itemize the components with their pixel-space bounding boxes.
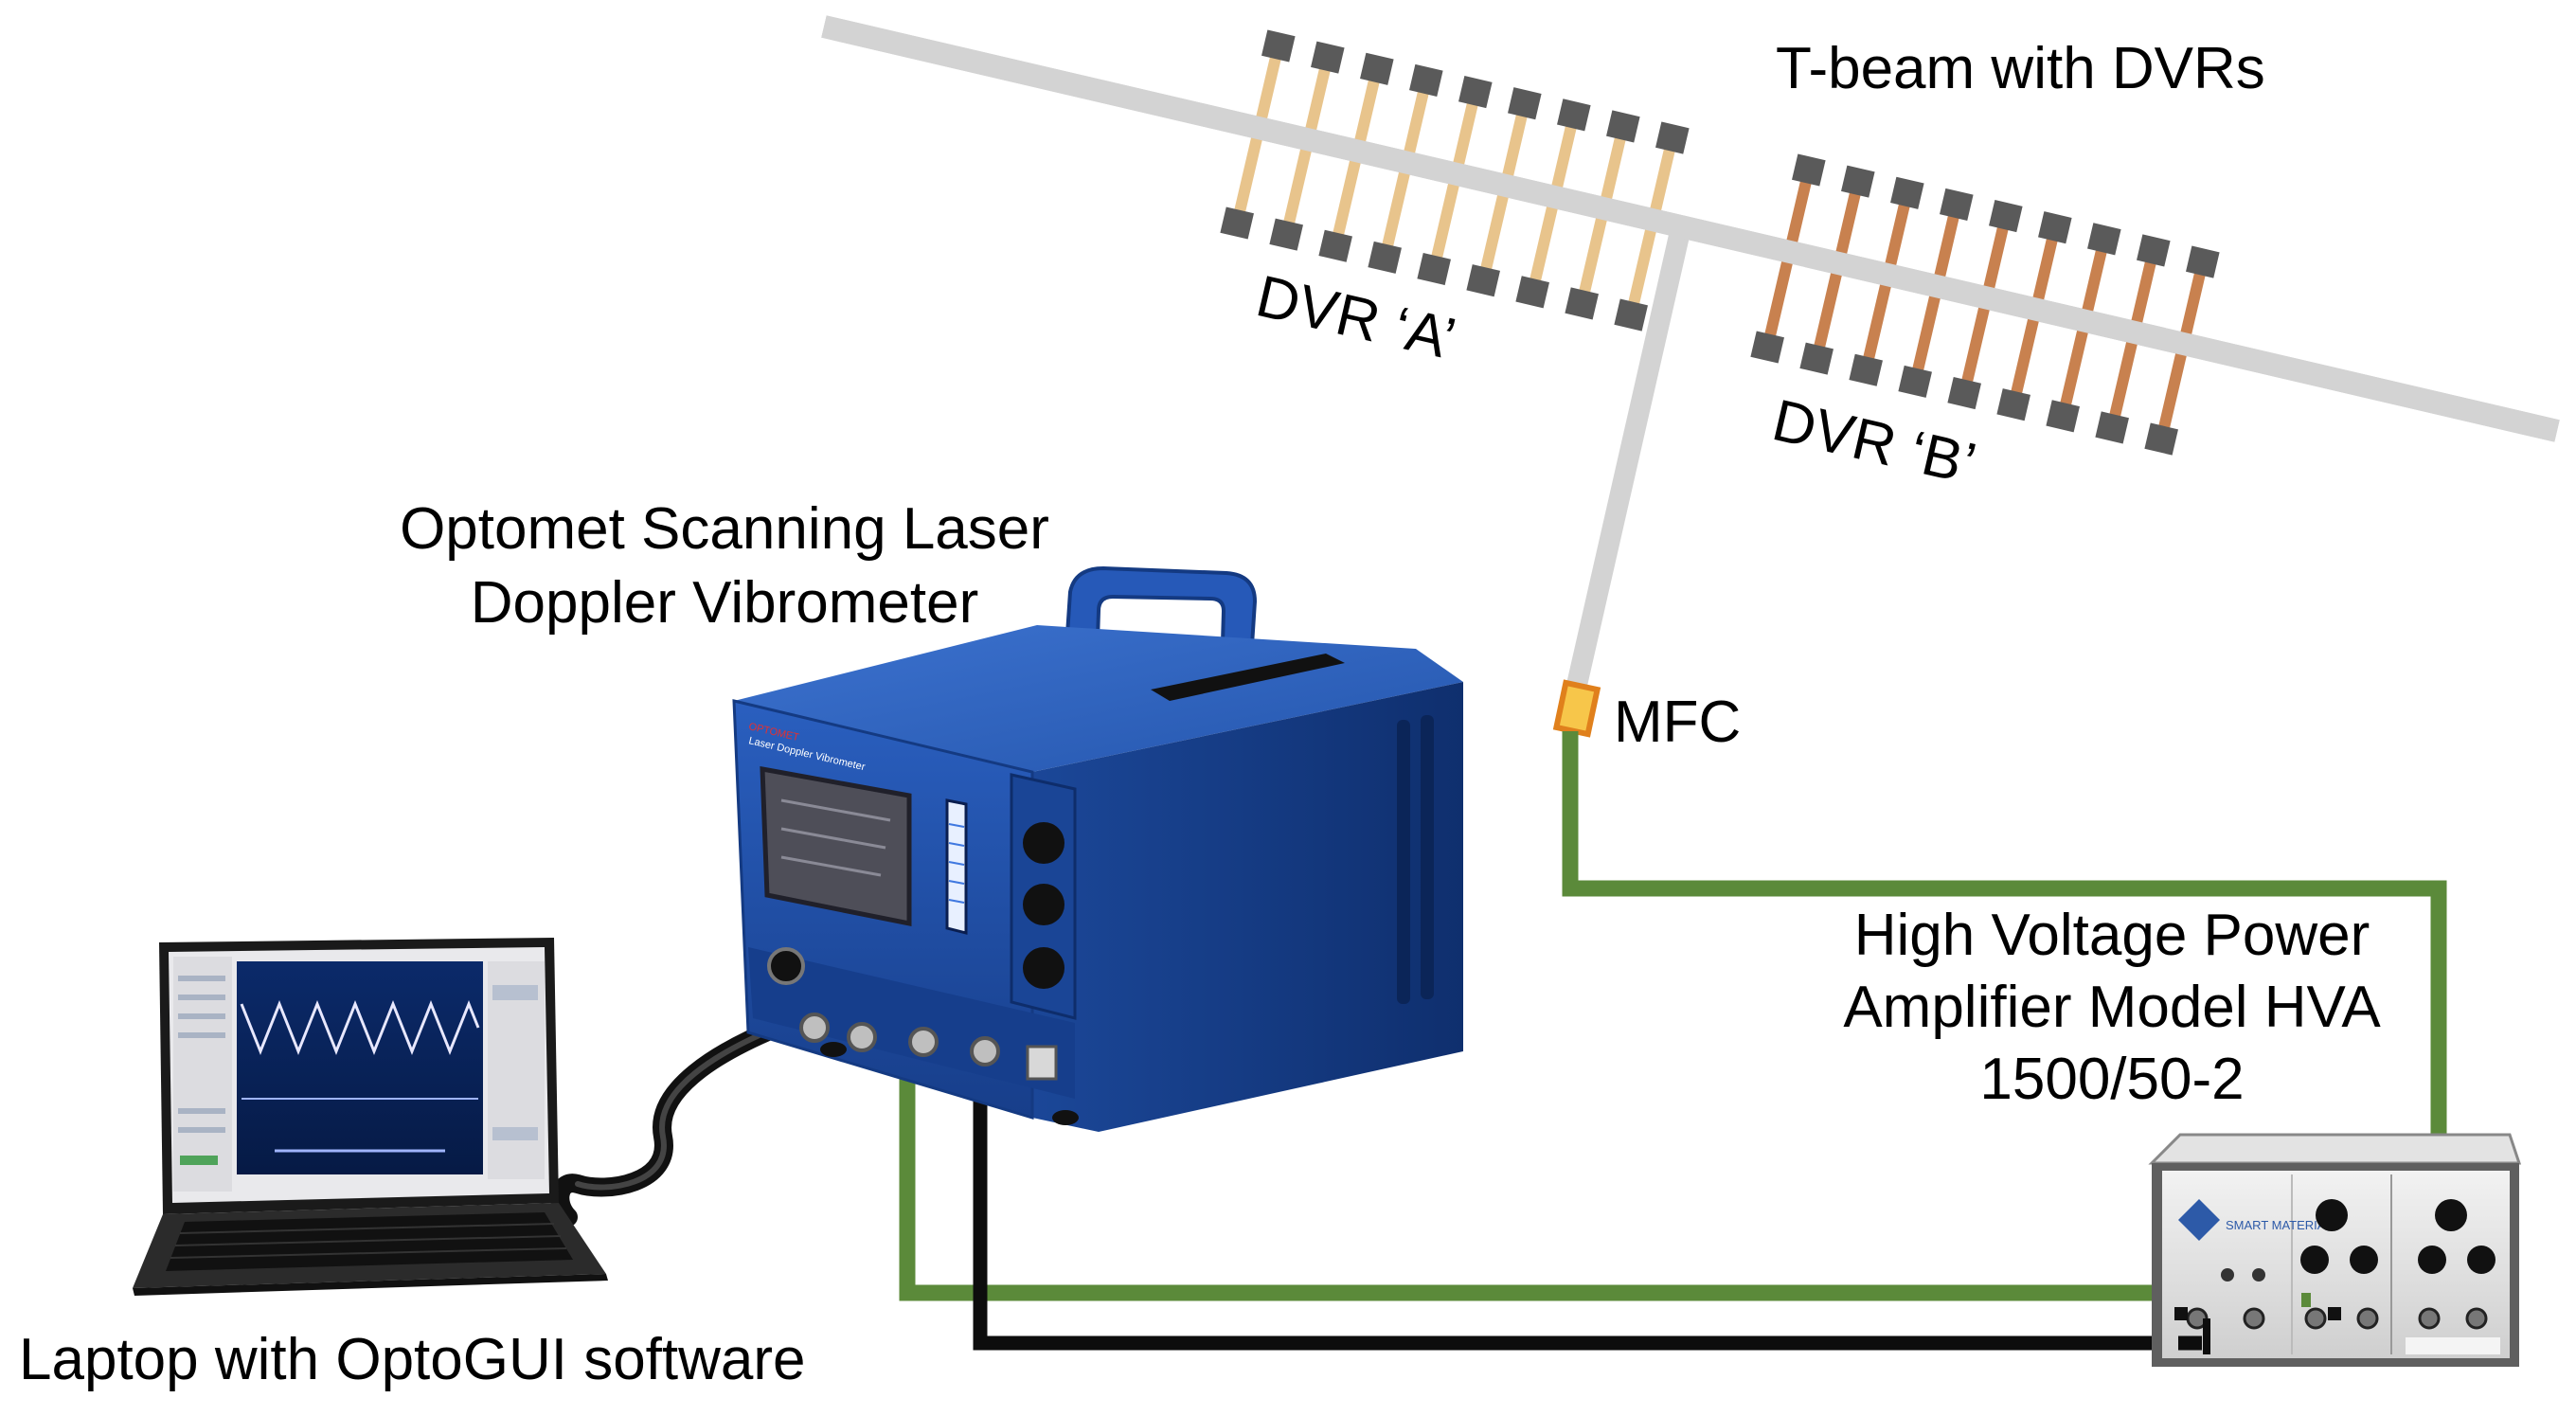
vibrometer-label-line-1: Optomet Scanning Laser [400, 496, 1049, 562]
dvr-b-top-mass [1792, 153, 1826, 187]
dvr-a-bottom-mass [1220, 206, 1254, 240]
dvr-a-top-mass [1311, 41, 1345, 74]
amplifier-logo [2178, 1199, 2220, 1241]
vibrometer-label-line-2: Doppler Vibrometer [470, 570, 979, 636]
amplifier-label-line-1: High Voltage Power [1853, 903, 2370, 968]
vibrometer-screen [760, 765, 912, 927]
mfc-label: MFC [1614, 690, 1742, 755]
channel-2-knob-1[interactable] [2435, 1199, 2467, 1231]
amplifier-front-panel [2162, 1171, 2510, 1358]
dvr-a-bottom-mass [1466, 264, 1500, 297]
laser-doppler-vibrometer: OPTOMET Laser Doppler Vibrometer [732, 565, 1463, 1132]
vibrometer-top [734, 625, 1463, 772]
dvr-b-top-mass [1989, 200, 2023, 233]
filter-knob[interactable] [1023, 947, 1064, 989]
dvr-a-top-mass [1508, 87, 1542, 120]
tbeam-label: T-beam with DVRs [1776, 36, 2265, 101]
dvr-a-top-mass [1557, 99, 1591, 132]
range-knob[interactable] [1023, 822, 1064, 864]
amplifier-top [2148, 1133, 2522, 1165]
ethernet-port [1026, 1045, 1058, 1081]
dvr-b-top-mass [2087, 223, 2121, 256]
dvr-a-bottom-mass [1417, 252, 1451, 286]
green-wire-vibrometer-to-amplifier [899, 1047, 2306, 1301]
laptop-plot-area [237, 961, 483, 1174]
laptop-label: Laptop with OptoGUI software [19, 1327, 806, 1392]
signal-level-bar [945, 798, 968, 935]
dvr-b-top-mass [1890, 176, 1924, 209]
bnc-port-3 [908, 1027, 939, 1057]
dvr-b-bottom-mass [1849, 353, 1883, 386]
dvr-a-top-mass [1606, 110, 1640, 143]
bnc-port-4 [970, 1036, 1000, 1066]
dvr-a-bottom-mass [1368, 241, 1402, 274]
dvr-b-top-mass [2137, 234, 2171, 267]
gain-knob[interactable] [1023, 884, 1064, 925]
bnc-port-2 [847, 1022, 877, 1052]
dvr-b-bottom-mass [1898, 365, 1932, 398]
vibrometer-side [1032, 682, 1463, 1132]
bnc-port-1 [799, 1013, 830, 1043]
dvr-a-top-mass [1261, 29, 1296, 63]
dvr-a-top-mass [1360, 52, 1394, 85]
black-wire-vibrometer-to-amplifier [973, 1051, 2178, 1351]
high-voltage-amplifier: SMART MATERIAL [2148, 1133, 2522, 1367]
dvr-b-bottom-mass [2144, 422, 2178, 456]
dvr-b-bottom-mass [1947, 376, 1981, 410]
dvr-b-bottom-mass [2095, 411, 2129, 444]
channel-1-knob-2[interactable] [2300, 1246, 2329, 1274]
dvr-b-bottom-mass [1799, 342, 1834, 375]
dvr-b-top-mass [2038, 211, 2072, 244]
laser-output-port [767, 947, 805, 985]
amplifier-label-line-2: Amplifier Model HVA [1843, 975, 2381, 1040]
dvr-b-bottom-mass [1996, 388, 2030, 421]
dvr-a-top-mass [1409, 63, 1443, 97]
amplifier-brand-text: SMART MATERIAL [2226, 1218, 2333, 1232]
amplifier-label: High Voltage Power Amplifier Model HVA 1… [1780, 906, 2443, 1109]
laptop-signal-trace [240, 999, 480, 1056]
amplifier-label-line-3: 1500/50-2 [1979, 1047, 2245, 1112]
dvr-a-top-mass [1655, 121, 1690, 154]
channel-2-knob-2[interactable] [2418, 1246, 2446, 1274]
dvr-a-bottom-mass [1318, 229, 1352, 262]
dvr-b-top-mass [1841, 165, 1875, 198]
dvr-b-bottom-mass [1750, 331, 1784, 364]
channel-1-knob-3[interactable] [2350, 1246, 2378, 1274]
vibrometer-label: Optomet Scanning Laser Doppler Vibromete… [346, 500, 1103, 633]
laptop [133, 938, 608, 1296]
dvr-a-resonator [1220, 29, 1690, 332]
channel-2-knob-3[interactable] [2467, 1246, 2496, 1274]
dvr-a-bottom-mass [1515, 276, 1549, 309]
channel-1-knob-1[interactable] [2316, 1199, 2348, 1231]
dvr-a-bottom-mass [1614, 298, 1648, 332]
t-beam-stem [1562, 224, 1691, 708]
dvr-b-bottom-mass [2046, 400, 2080, 433]
mfc-patch [1552, 679, 1601, 738]
t-beam-main-bar-overlay [821, 15, 2560, 442]
dvr-a-bottom-mass [1565, 287, 1599, 320]
dvr-b-top-mass [2186, 245, 2220, 278]
dvr-a-top-mass [1458, 76, 1493, 109]
dvr-a-bottom-mass [1269, 218, 1303, 251]
green-wire-mfc-to-amplifier [1562, 731, 2447, 1146]
dvr-b-top-mass [1940, 188, 1974, 221]
